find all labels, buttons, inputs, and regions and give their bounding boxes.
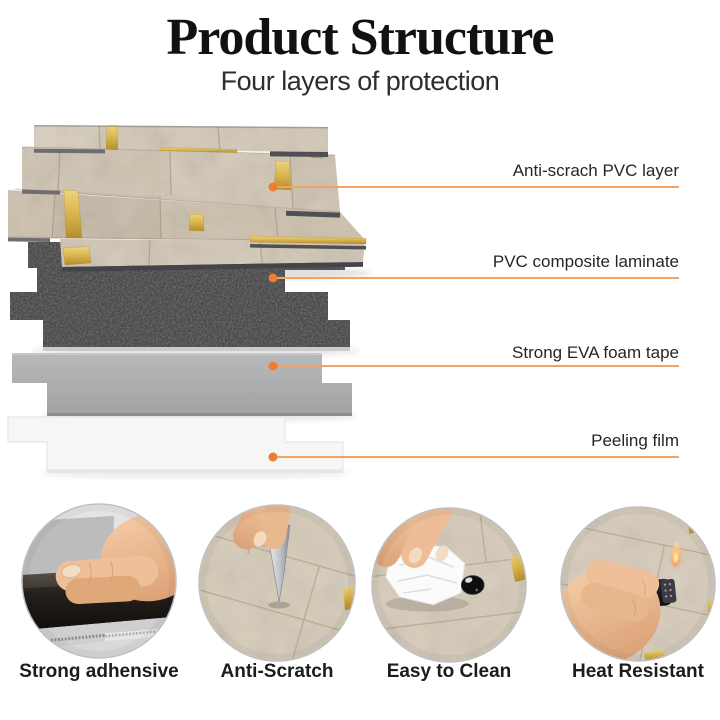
tile-edge-strips — [8, 125, 366, 272]
feature-strong-adhesive — [20, 502, 178, 660]
feature-label-anti-scratch: Anti-Scratch — [220, 661, 334, 682]
callout-dot — [268, 182, 278, 192]
callout-dot — [268, 361, 278, 371]
lighter-flame-tile-photo — [560, 506, 716, 662]
layer-label-peeling-film: Peeling film — [591, 431, 679, 450]
feature-anti-scratch — [197, 503, 357, 663]
eva-foam-layer — [12, 353, 352, 416]
page-title: Product Structure — [166, 9, 555, 66]
feature-heat-resistant — [559, 505, 717, 663]
page-subtitle: Four layers of protection — [220, 66, 500, 96]
peeling-film-layer — [7, 416, 344, 473]
callout-dot — [268, 452, 278, 462]
layer-label-pvc-composite-laminate: PVC composite laminate — [492, 252, 679, 271]
layer-label-anti-scratch-pvc: Anti-scrach PVC layer — [512, 161, 679, 180]
gold-accent-strips — [62, 125, 367, 266]
callout-dot — [268, 273, 278, 283]
layer-label-eva-foam-tape: Strong EVA foam tape — [512, 343, 679, 362]
blade-scratch-tile-photo — [198, 504, 356, 662]
tissue-wipe-stain-photo — [371, 507, 527, 663]
tile-surface-layer — [7, 125, 367, 272]
feature-label-strong-adhesive: Strong adhensive — [19, 661, 179, 682]
feature-label-heat-resistant: Heat Resistant — [572, 661, 704, 682]
callout-lines — [268, 182, 679, 462]
feature-easy-to-clean — [370, 506, 528, 664]
feature-label-easy-to-clean: Easy to Clean — [386, 661, 512, 682]
hand-pressing-tile-photo — [21, 503, 177, 659]
